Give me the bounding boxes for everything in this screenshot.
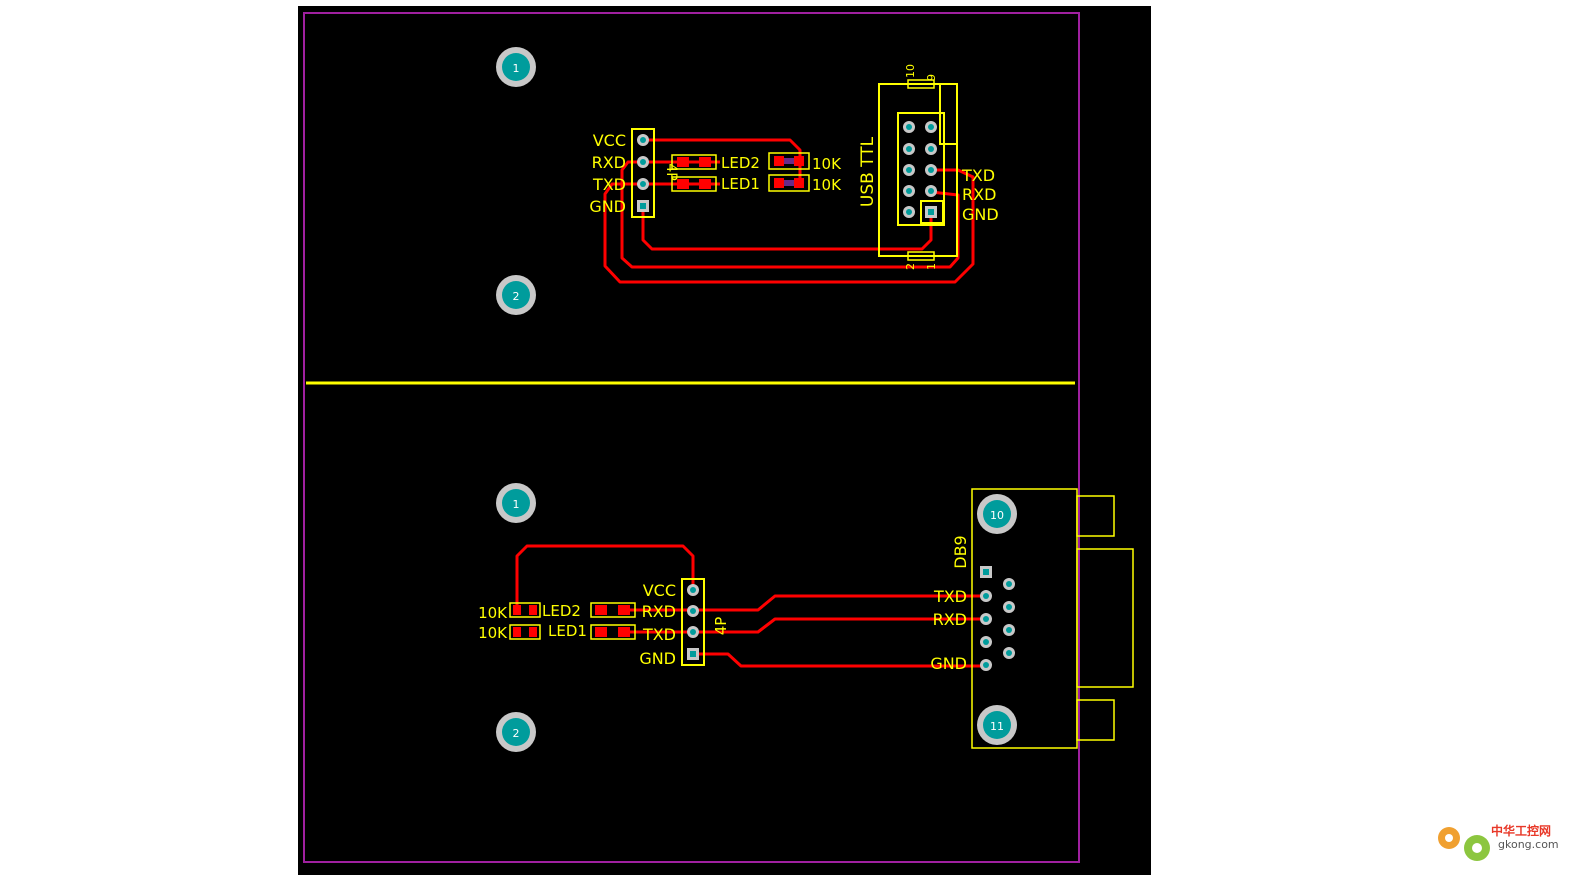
connector-label-gnd: GND <box>962 205 999 224</box>
connector-label-rxd: RXD <box>933 610 967 629</box>
mount-hole-label: 1 <box>513 498 520 511</box>
header-4p: 4P <box>681 578 730 666</box>
db9-connector: 10 11 DB9 <box>951 488 1134 749</box>
mount-hole-2: 2 <box>496 712 536 752</box>
led-1 <box>671 176 717 192</box>
db9-mount-hole-11: 11 <box>977 705 1017 745</box>
pin-number-9: 9 <box>925 74 938 81</box>
mount-hole-label: 10 <box>990 509 1004 522</box>
mount-hole-label: 11 <box>990 720 1004 733</box>
board-background <box>298 6 1151 875</box>
db9-pins <box>980 566 1015 671</box>
mount-hole-label: 2 <box>513 727 520 740</box>
led-1 <box>590 624 636 640</box>
bottom-board: 1 2 4P VCC RXD TXD GND <box>478 483 1134 752</box>
header-name: 4P <box>712 617 730 636</box>
gear-icon <box>1438 827 1490 861</box>
resistor-1-label: 10K <box>478 604 508 622</box>
led2-label: LED2 <box>721 154 760 172</box>
connector-label-txd: TXD <box>961 166 995 185</box>
pin-number-10: 10 <box>904 64 917 78</box>
led1-label: LED1 <box>548 622 587 640</box>
led1-label: LED1 <box>721 175 760 193</box>
connector-label-gnd: GND <box>930 654 967 673</box>
pin-label-vcc: VCC <box>593 131 626 150</box>
connector-name: DB9 <box>951 535 970 568</box>
resistor-1 <box>509 602 541 618</box>
watermark-url: gkong.com <box>1498 838 1559 851</box>
trace-txd <box>693 617 985 634</box>
connector-pins <box>903 121 937 218</box>
connector-name: USB TTL <box>858 136 878 207</box>
trace-txd <box>603 168 975 284</box>
trace-gnd <box>693 652 985 668</box>
header-name: 4P <box>663 163 679 180</box>
connector-label-rxd: RXD <box>962 185 996 204</box>
top-board: 1 2 4P <box>496 47 999 315</box>
trace-vcc <box>515 544 695 610</box>
pin-label-rxd: RXD <box>642 602 676 621</box>
resistor-2-label: 10K <box>812 176 842 194</box>
board-outline <box>303 12 1080 863</box>
pin-label-gnd: GND <box>589 197 626 216</box>
trace-rxd <box>693 594 985 612</box>
led2-label: LED2 <box>542 602 581 620</box>
mount-hole-1: 1 <box>496 483 536 523</box>
resistor-2 <box>509 624 541 640</box>
resistor-2 <box>768 174 810 192</box>
resistor-2-label: 10K <box>478 624 508 642</box>
mount-hole-label: 1 <box>513 62 520 75</box>
led-2 <box>671 154 717 170</box>
mount-hole-1: 1 <box>496 47 536 87</box>
trace-vcc <box>643 138 802 184</box>
led-2 <box>590 602 636 618</box>
pin-label-txd: TXD <box>592 175 626 194</box>
resistor-1 <box>768 152 810 170</box>
pin-number-2: 2 <box>904 263 917 270</box>
trace-gnd <box>641 206 933 251</box>
resistor-1-label: 10K <box>812 155 842 173</box>
mount-hole-label: 2 <box>513 290 520 303</box>
pin-number-1: 1 <box>925 263 938 270</box>
connector-label-txd: TXD <box>933 587 967 606</box>
watermark-text: 中华工控网 <box>1491 823 1551 838</box>
watermark-logo: 中华工控网 gkong.com <box>1438 823 1559 861</box>
usb-ttl-connector: USB TTL 10 9 2 1 <box>858 64 958 270</box>
mount-hole-2: 2 <box>496 275 536 315</box>
pin-label-rxd: RXD <box>592 153 626 172</box>
pin-label-gnd: GND <box>639 649 676 668</box>
db9-mount-hole-10: 10 <box>977 494 1017 534</box>
pin-label-vcc: VCC <box>643 581 676 600</box>
pin-label-txd: TXD <box>642 625 676 644</box>
